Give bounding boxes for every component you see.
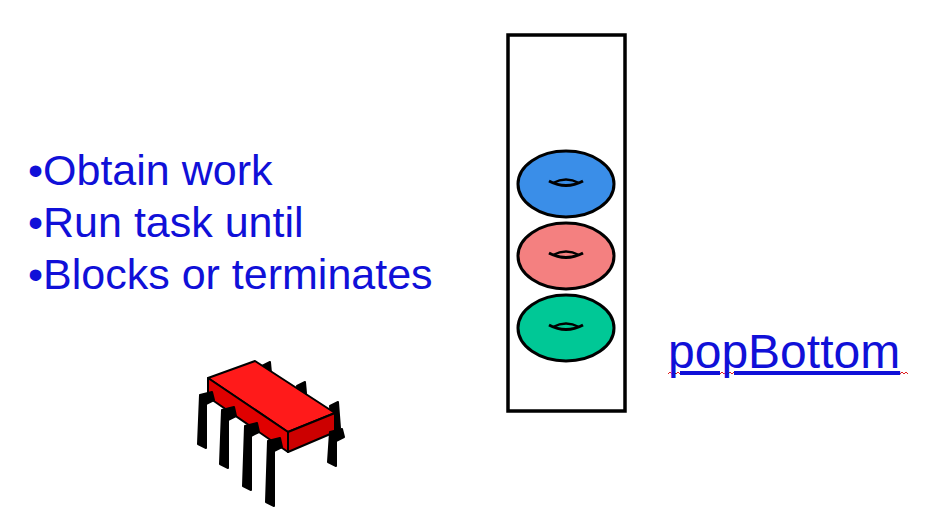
task-donut-blue xyxy=(518,151,614,217)
bullet-text: •Run task until xyxy=(28,196,304,248)
processor-chip xyxy=(198,361,344,506)
deque-box xyxy=(508,35,625,411)
task-donut-pink xyxy=(518,223,614,289)
bullet-text: •Obtain work xyxy=(28,144,272,196)
operation-label: popBottom xyxy=(668,324,900,380)
task-donut-green xyxy=(518,295,614,361)
bullet-text: •Blocks or terminates xyxy=(28,248,433,300)
